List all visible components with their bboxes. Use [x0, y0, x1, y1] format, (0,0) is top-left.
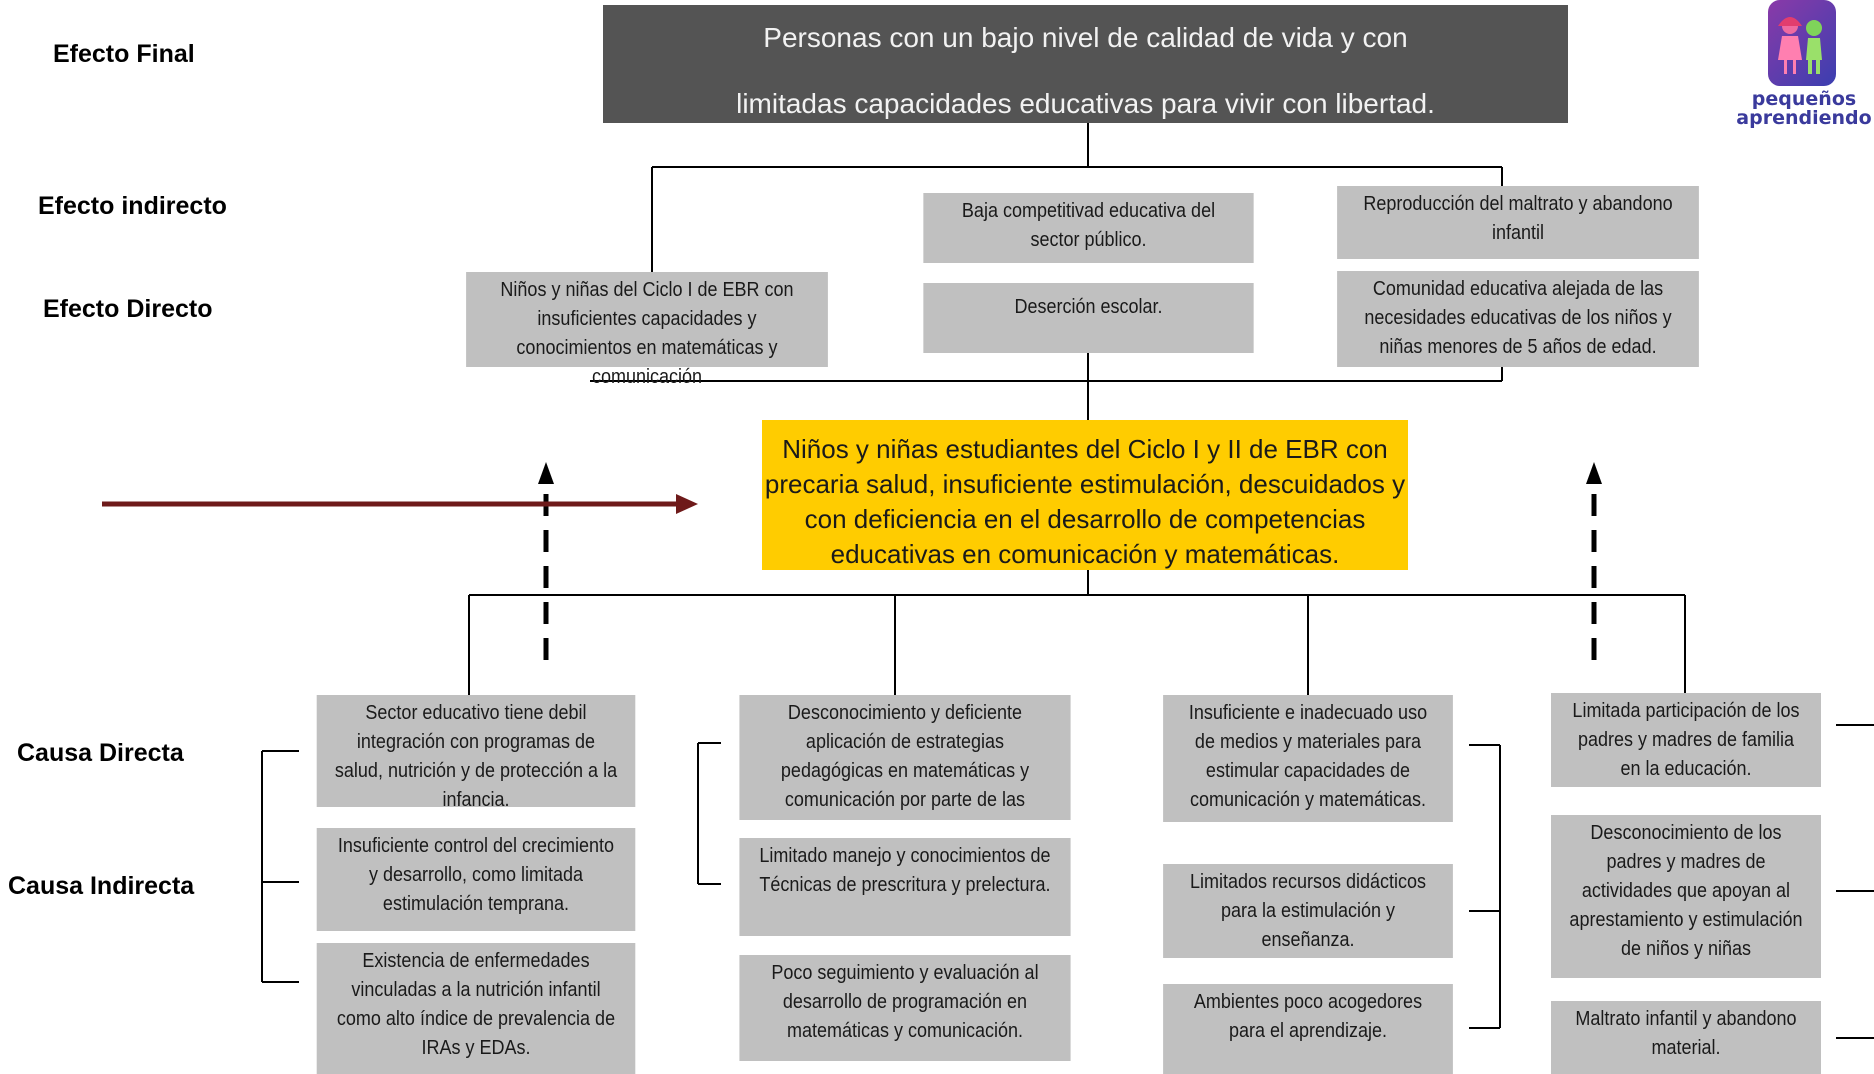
cause-direct-4: Limitada participación de los padres y m… [1551, 693, 1821, 787]
cause-direct-2: Desconocimiento y deficiente aplicación … [739, 695, 1071, 820]
direct-effect-center: Deserción escolar. [923, 283, 1254, 353]
cause-indirect-4b: Maltrato infantil y abandono material. [1551, 1001, 1821, 1074]
cause-direct-1: Sector educativo tiene debil integración… [316, 695, 636, 811]
label-causa-indirecta: Causa Indirecta [8, 872, 195, 900]
indirect-effect-right: Reproducción del maltrato y abandono inf… [1337, 186, 1699, 259]
direct-effect-right: Comunidad educativa alejada de las neces… [1337, 271, 1699, 367]
logo-brand-text: pequeños aprendiendo [1736, 88, 1872, 129]
cause-indirect-1b: Existencia de enfermedades vinculadas a … [316, 943, 636, 1074]
cause-indirect-3a: Limitados recursos didácticos para la es… [1163, 864, 1453, 958]
indirect-effect-center: Baja competitivad educativa del sector p… [923, 193, 1254, 263]
cause-indirect-3b: Ambientes poco acogedores para el aprend… [1163, 984, 1453, 1074]
label-efecto-final: Efecto Final [53, 40, 195, 68]
cause-indirect-2a: Limitado manejo y conocimientos de Técni… [739, 838, 1071, 936]
children-logo-icon [1768, 0, 1836, 86]
label-efecto-directo: Efecto Directo [43, 295, 213, 323]
cause-direct-3: Insuficiente e inadecuado uso de medios … [1163, 695, 1453, 822]
label-causa-directa: Causa Directa [17, 739, 184, 767]
direct-effect-left: Niños y niñas del Ciclo I de EBR con ins… [466, 272, 828, 388]
cause-indirect-1a: Insuficiente control del crecimiento y d… [316, 828, 636, 931]
cause-indirect-2b: Poco seguimiento y evaluación al desarro… [739, 955, 1071, 1061]
final-effect-box: Personas con un bajo nivel de calidad de… [603, 5, 1568, 123]
central-problem-box: Niños y niñas estudiantes del Ciclo I y … [762, 420, 1408, 570]
pequenos-aprendiendo-logo: pequeños aprendiendo [1734, 0, 1874, 140]
label-efecto-indirecto: Efecto indirecto [38, 192, 227, 220]
cause-indirect-4a: Desconocimiento de los padres y madres d… [1551, 815, 1821, 978]
